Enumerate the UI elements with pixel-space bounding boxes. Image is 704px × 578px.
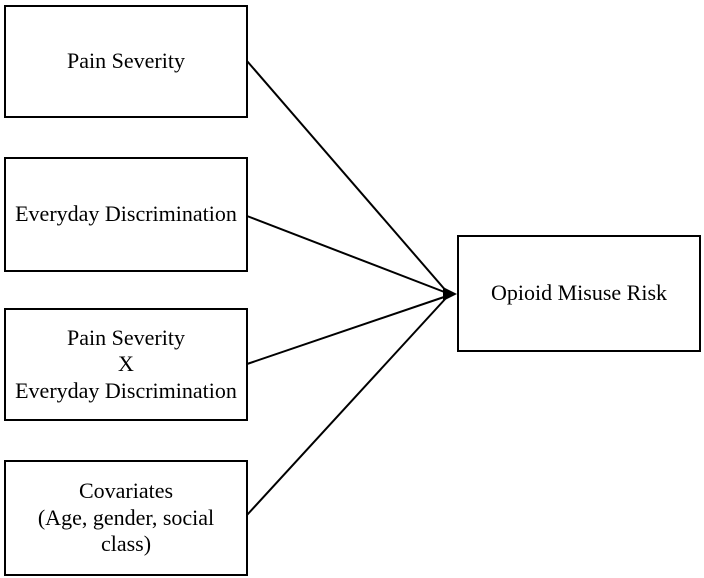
arrowhead-icon — [443, 287, 457, 301]
connector-interaction-to-outcome — [246, 295, 448, 365]
box-covariates-line: class) — [100, 531, 152, 557]
connector-everyday-discrimination-to-outcome — [246, 215, 448, 294]
box-pain-severity: Pain Severity — [4, 5, 248, 118]
connector-pain-severity-to-outcome — [246, 60, 448, 293]
connector-covariates-to-outcome — [246, 296, 448, 516]
box-interaction-line: Everyday Discrimination — [15, 377, 237, 403]
box-opioid-misuse-risk: Opioid Misuse Risk — [457, 235, 701, 352]
box-interaction-line: Pain Severity — [67, 324, 185, 350]
box-interaction-line: X — [118, 351, 134, 377]
box-covariates-line: Covariates — [78, 478, 174, 504]
box-interaction: Pain Severity X Everyday Discrimination — [4, 308, 248, 421]
box-covariates: Covariates (Age, gender, social class) — [4, 460, 248, 576]
box-everyday-discrimination-label: Everyday Discrimination — [15, 201, 237, 227]
box-covariates-line: (Age, gender, social — [37, 504, 215, 530]
box-opioid-misuse-risk-label: Opioid Misuse Risk — [490, 280, 668, 306]
box-everyday-discrimination: Everyday Discrimination — [4, 157, 248, 272]
box-pain-severity-label: Pain Severity — [67, 48, 185, 74]
